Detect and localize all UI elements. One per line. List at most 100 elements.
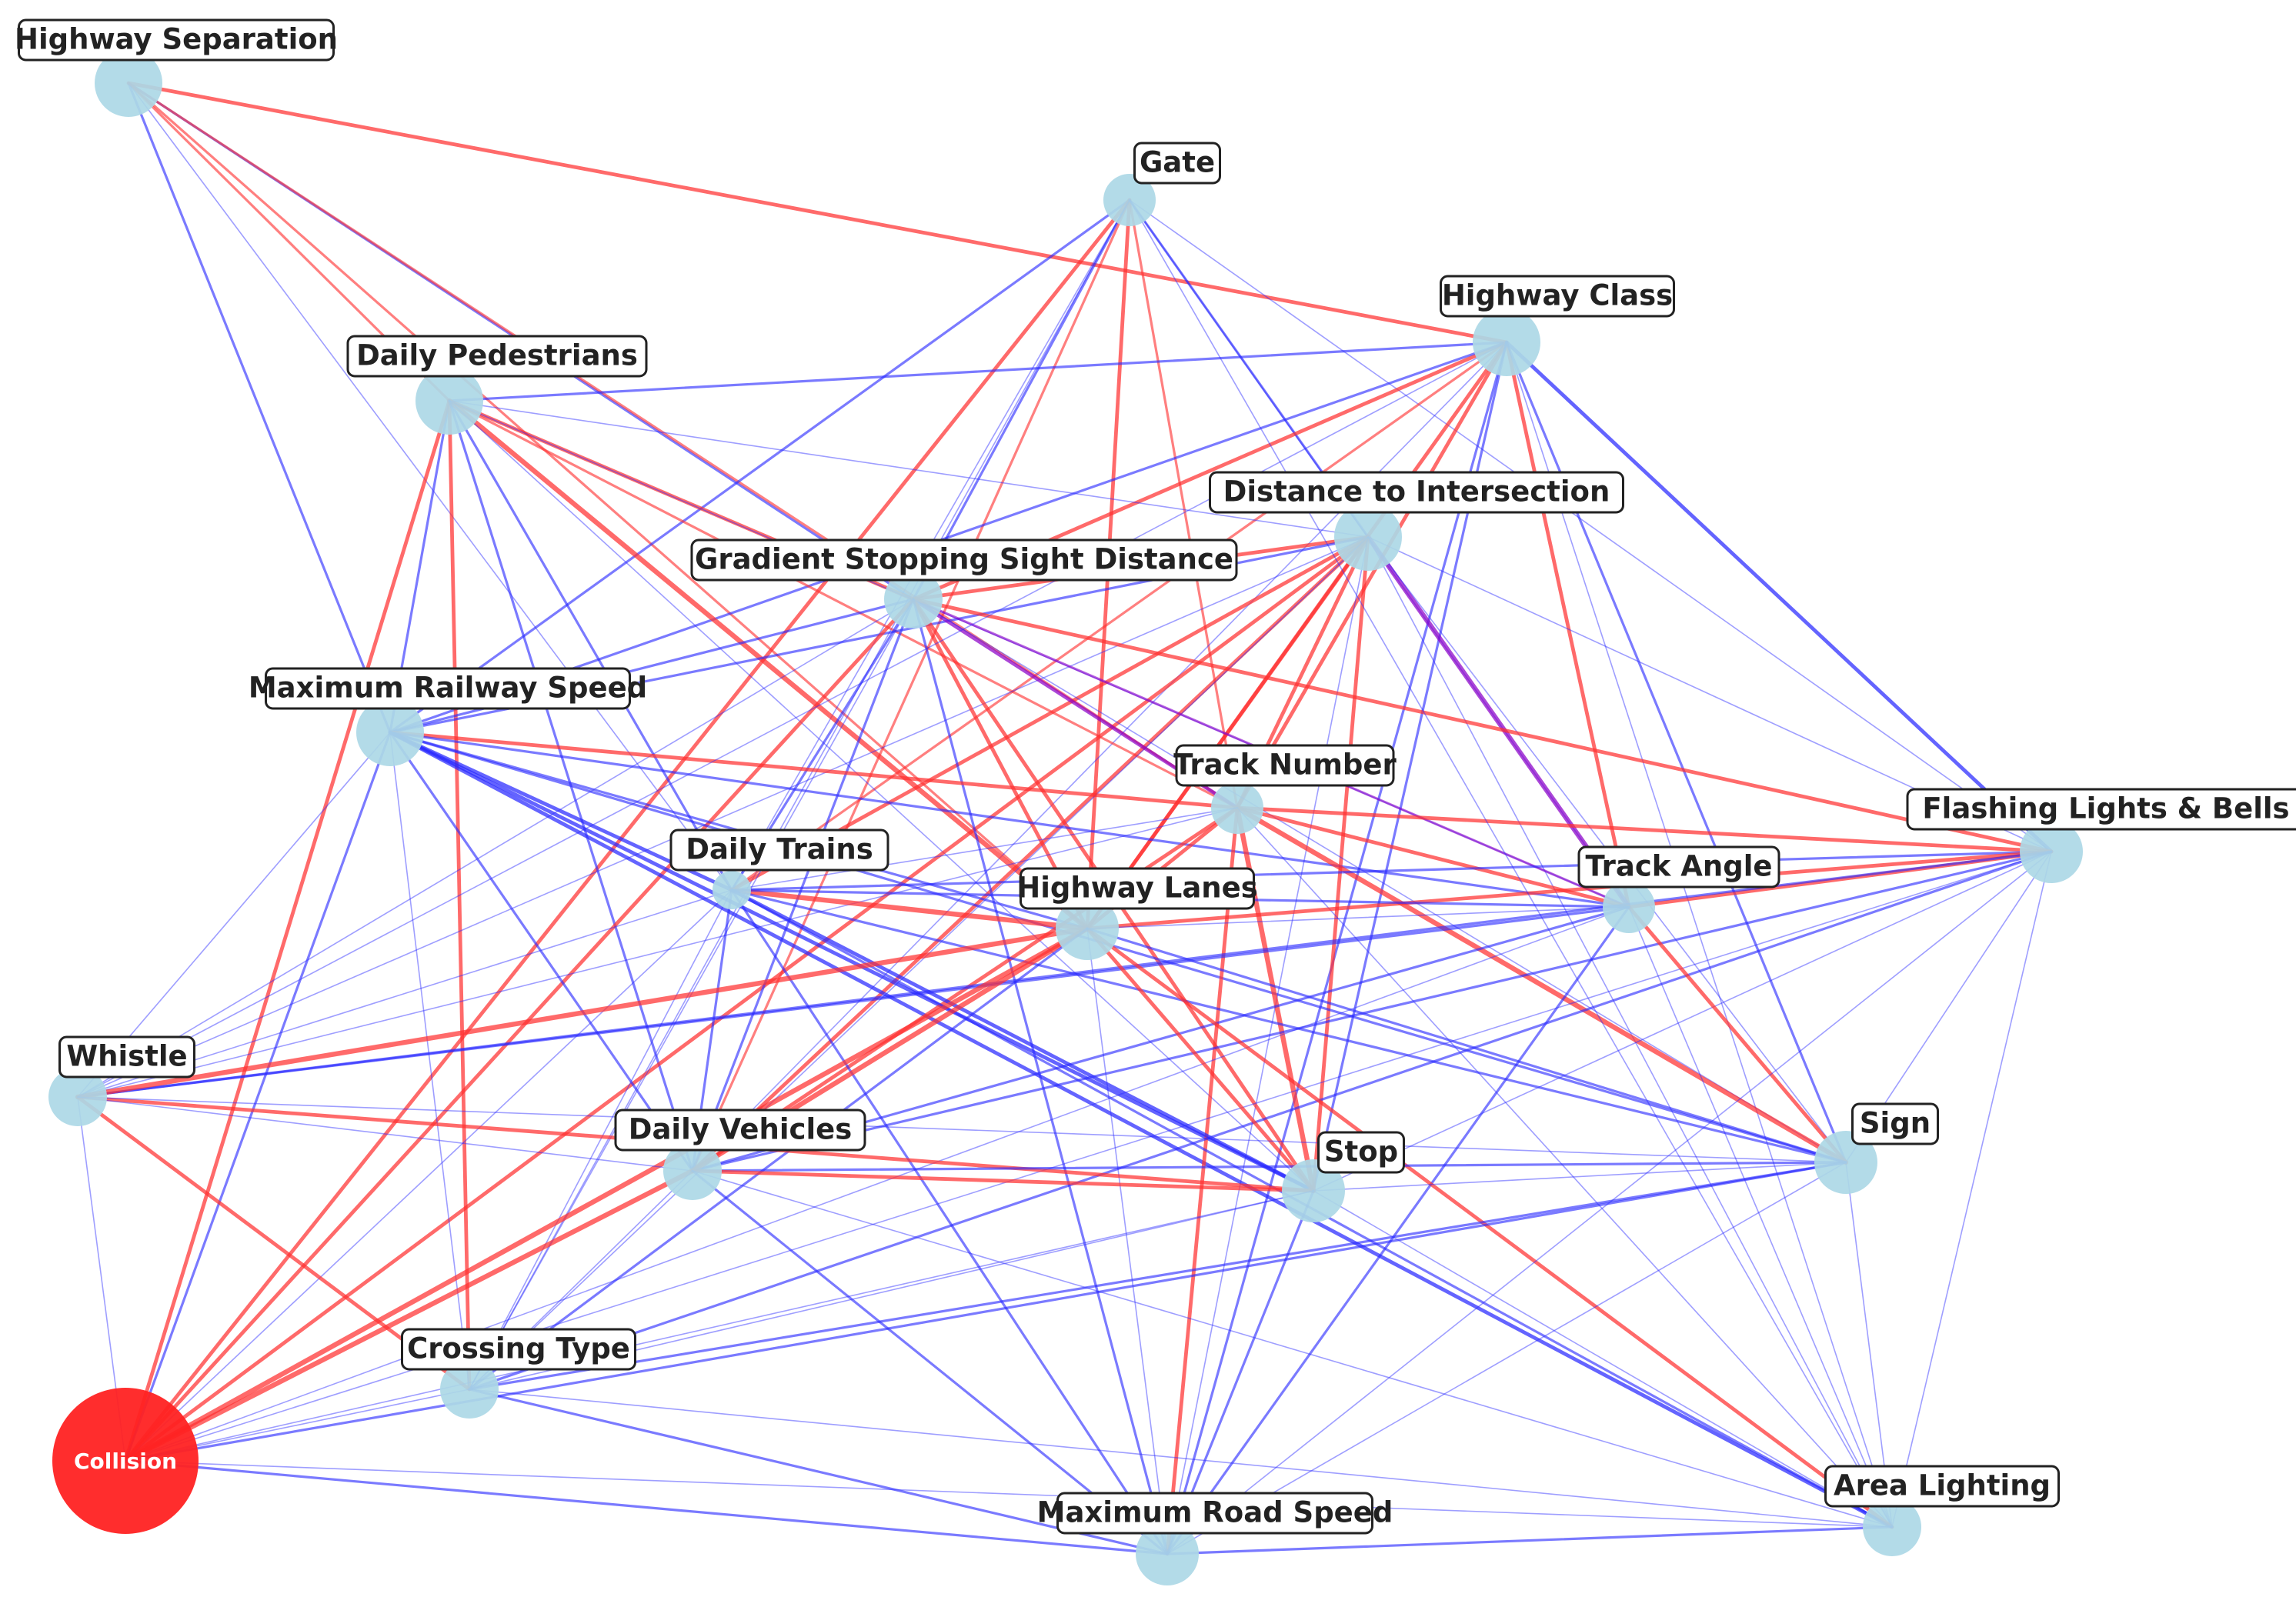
node-label-sign: Sign bbox=[1851, 1102, 1939, 1145]
edge-track_number-sign bbox=[1234, 805, 1849, 1165]
edge-max_railway_speed-daily_vehicles bbox=[389, 731, 694, 1172]
edge-highway_lanes-stop bbox=[1085, 926, 1316, 1193]
edge-gradient_ssd-whistle bbox=[77, 598, 914, 1098]
edge-track_angle-max_road_speed bbox=[1166, 905, 1630, 1555]
node-label-daily-trains: Daily Trains bbox=[669, 829, 889, 872]
edge-area_lighting-collision bbox=[125, 1460, 1893, 1528]
label-text: Crossing Type bbox=[407, 1332, 630, 1365]
edge-highway_lanes-area_lighting bbox=[1085, 926, 1894, 1529]
label-text: Highway Separation bbox=[15, 23, 338, 56]
edge-daily_pedestrians-collision bbox=[123, 398, 452, 1463]
label-box bbox=[265, 667, 631, 710]
label-box bbox=[1851, 1102, 1939, 1145]
label-text: Track Angle bbox=[1585, 850, 1772, 883]
label-text: Highway Class bbox=[1442, 279, 1673, 312]
edge-daily_trains-sign bbox=[730, 889, 1847, 1164]
edge-flashing_lights-area_lighting bbox=[1891, 851, 2052, 1528]
edge-daily_pedestrians-crossing_type bbox=[447, 398, 472, 1392]
node-label-whistle: Whistle bbox=[58, 1035, 195, 1079]
edge-gradient_ssd-sign bbox=[913, 598, 1847, 1163]
edge-max_railway_speed-track_number bbox=[388, 730, 1240, 810]
edge-distance_to_intersection-whistle bbox=[77, 536, 1369, 1098]
edge-flashing_lights-daily_trains bbox=[730, 850, 2053, 892]
edge-highway_separation-highway_lanes bbox=[127, 82, 1089, 930]
label-box bbox=[690, 538, 1238, 582]
node-max-railway-speed bbox=[356, 698, 424, 766]
edge-flashing_lights-max_road_speed bbox=[1166, 851, 2052, 1555]
edge-gradient_ssd-collision bbox=[123, 597, 916, 1463]
edge-distance_to_intersection-highway_lanes bbox=[1085, 535, 1370, 931]
edge-distance_to_intersection-max_road_speed bbox=[1166, 536, 1369, 1555]
edge-track_angle-sign bbox=[1627, 905, 1848, 1165]
label-box bbox=[58, 1035, 195, 1079]
edge-max_railway_speed-track_angle bbox=[389, 731, 1630, 909]
edge-gate-daily_vehicles bbox=[691, 198, 1131, 1172]
node-label-track-number: Track Number bbox=[1173, 744, 1397, 787]
edge-sign-stop bbox=[1313, 1162, 1847, 1192]
node-max-road-speed bbox=[1136, 1522, 1199, 1585]
label-box bbox=[346, 335, 648, 378]
node-gradient-ssd bbox=[884, 570, 943, 628]
node-label-flashing-lights: Flashing Lights & Bells bbox=[1906, 788, 2296, 831]
nodes-layer bbox=[48, 49, 2083, 1585]
label-box bbox=[1175, 744, 1395, 787]
label-text: Flashing Lights & Bells bbox=[1922, 792, 2289, 825]
edge-highway_class-max_road_speed bbox=[1166, 341, 1508, 1555]
edge-track_angle-collision bbox=[125, 906, 1630, 1462]
edge-distance_to_intersection-daily_vehicles bbox=[690, 535, 1370, 1173]
edge-daily_vehicles-stop bbox=[690, 1169, 1316, 1193]
edges-layer bbox=[75, 81, 2054, 1556]
label-box bbox=[1440, 275, 1675, 318]
node-label-area-lighting: Area Lighting bbox=[1824, 1465, 2060, 1508]
edge-daily_pedestrians-distance_to_intersection bbox=[449, 400, 1369, 538]
edge-area_lighting-max_road_speed bbox=[1166, 1525, 1894, 1555]
node-label-highway-separation: Highway Separation bbox=[15, 18, 338, 62]
label-box bbox=[1020, 867, 1255, 910]
label-text: Maximum Railway Speed bbox=[249, 672, 647, 705]
node-stop bbox=[1282, 1159, 1345, 1222]
edge-daily_pedestrians-daily_trains bbox=[448, 399, 733, 892]
node-label-stop: Stop bbox=[1317, 1131, 1405, 1174]
node-label-crossing-type: Crossing Type bbox=[401, 1328, 636, 1371]
label-text: Daily Vehicles bbox=[629, 1113, 853, 1146]
label-text: Daily Pedestrians bbox=[356, 339, 638, 372]
edge-highway_class-sign bbox=[1505, 341, 1847, 1164]
label-box bbox=[614, 1109, 866, 1152]
label-box bbox=[1824, 1465, 2060, 1508]
label-text: Track Number bbox=[1173, 748, 1397, 782]
edge-whistle-sign bbox=[77, 1096, 1847, 1163]
node-label-highway-lanes: Highway Lanes bbox=[1016, 867, 1258, 910]
edge-highway_lanes-collision bbox=[122, 925, 1090, 1464]
edge-highway_separation-daily_trains bbox=[128, 82, 733, 891]
node-flashing-lights bbox=[2020, 820, 2083, 883]
label-box bbox=[401, 1328, 636, 1371]
edge-highway_lanes-sign bbox=[1086, 927, 1847, 1164]
edge-crossing_type-area_lighting bbox=[469, 1389, 1893, 1528]
node-gate bbox=[1103, 174, 1156, 226]
edge-track_number-flashing_lights bbox=[1235, 805, 2054, 854]
label-text: Daily Trains bbox=[686, 833, 873, 866]
edge-highway_lanes-whistle bbox=[75, 925, 1090, 1100]
node-label-track-angle: Track Angle bbox=[1577, 845, 1780, 889]
edge-gate-area_lighting bbox=[1129, 199, 1893, 1528]
edge-highway_separation-highway_class bbox=[126, 81, 1509, 345]
node-daily-trains bbox=[712, 871, 751, 909]
edge-highway_class-track_angle bbox=[1504, 340, 1631, 909]
label-text: Gradient Stopping Sight Distance bbox=[695, 543, 1233, 576]
edge-flashing_lights-highway_lanes bbox=[1085, 849, 2054, 931]
label-box bbox=[1577, 845, 1780, 889]
edge-sign-daily_vehicles bbox=[691, 1161, 1847, 1172]
label-box bbox=[18, 18, 335, 62]
edge-track_angle-highway_lanes bbox=[1086, 906, 1630, 929]
edge-track_angle-whistle bbox=[76, 905, 1630, 1099]
edge-daily_trains-crossing_type bbox=[469, 889, 733, 1390]
label-text: Sign bbox=[1860, 1107, 1931, 1140]
edge-daily_pedestrians-highway_lanes bbox=[446, 398, 1090, 932]
node-label-max-road-speed: Maximum Road Speed bbox=[1037, 1492, 1393, 1535]
node-label-highway-class: Highway Class bbox=[1440, 275, 1675, 318]
edge-flashing_lights-stop bbox=[1313, 851, 2052, 1192]
label-text: Stop bbox=[1324, 1135, 1398, 1169]
edge-highway_lanes-crossing_type bbox=[468, 927, 1089, 1391]
node-track-angle bbox=[1603, 881, 1655, 933]
